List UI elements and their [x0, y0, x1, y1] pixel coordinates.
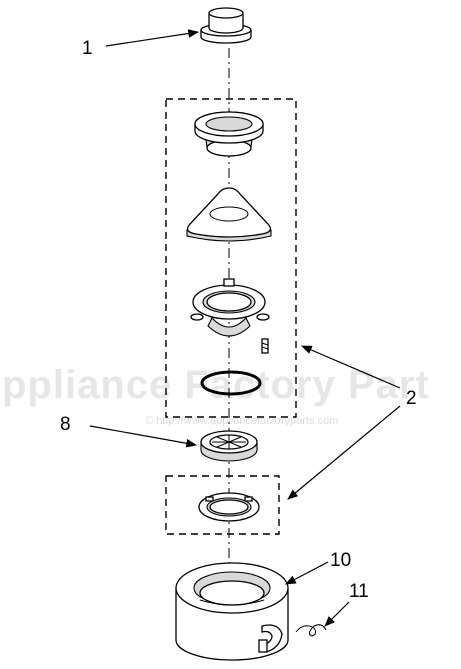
part-8-baffle — [200, 430, 258, 462]
group-box-upper — [165, 98, 297, 418]
callout-1: 1 — [82, 38, 93, 59]
leader-1 — [105, 29, 200, 47]
part-10-body — [175, 562, 289, 661]
part-mounting-ring — [190, 278, 270, 337]
part-screw — [261, 338, 269, 354]
part-1-stopper — [200, 7, 252, 44]
part-o-ring — [200, 370, 262, 396]
group-box-lower — [165, 475, 280, 535]
callout-11: 11 — [349, 581, 369, 602]
part-11-snap-ring — [295, 624, 327, 637]
leader-2-lower — [287, 405, 401, 500]
callout-8: 8 — [60, 414, 71, 435]
leader-10 — [285, 561, 329, 585]
callout-2: 2 — [406, 388, 417, 409]
watermark-url: © http://www.appliancefactoryparts.com — [145, 415, 338, 427]
leader-2-upper — [301, 345, 401, 389]
part-lock-ring — [198, 492, 260, 522]
leader-8 — [89, 425, 198, 448]
leader-11 — [324, 601, 350, 627]
part-triangle-gasket — [186, 187, 272, 242]
part-flange-sleeve — [194, 111, 264, 157]
watermark-brand: ppliance Factory Part — [2, 363, 430, 407]
callout-10: 10 — [330, 550, 351, 571]
